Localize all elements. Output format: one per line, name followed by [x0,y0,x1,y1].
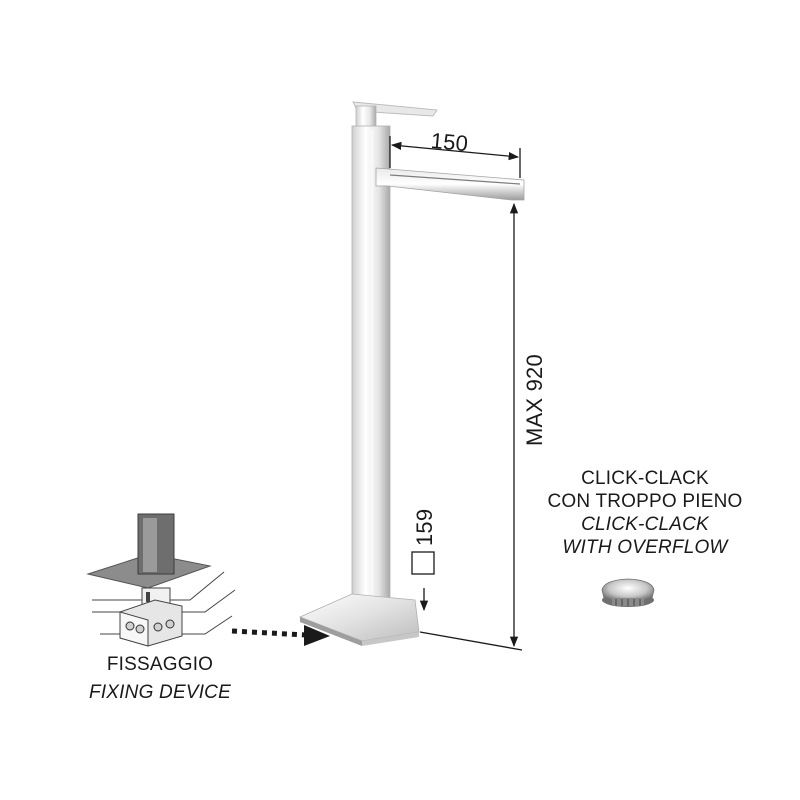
square-symbol [411,551,435,575]
height-dimension-label: MAX 920 [522,354,547,446]
dimension-lines [389,136,523,651]
click-clack-plug [601,578,655,607]
click-clack-label-it-2: CON TROPPO PIENO [547,491,743,512]
click-clack-label-en-1: CLICK-CLACK [581,514,709,535]
reach-dimension-label: 150 [429,128,470,157]
click-clack-label-it-1: CLICK-CLACK [581,468,709,489]
fixing-label-it: FISSAGGIO [106,654,214,675]
fixing-label-en: FIXING DEVICE [89,682,231,703]
fixing-device [86,513,236,647]
reach-arrow [390,141,520,161]
spout [375,167,525,201]
lever-handle [352,101,438,117]
base-dimension-label: 159 [412,508,437,546]
faucet [298,101,525,646]
click-clack-label-en-2: WITH OVERFLOW [562,537,728,558]
fixing-arrow [231,625,330,646]
